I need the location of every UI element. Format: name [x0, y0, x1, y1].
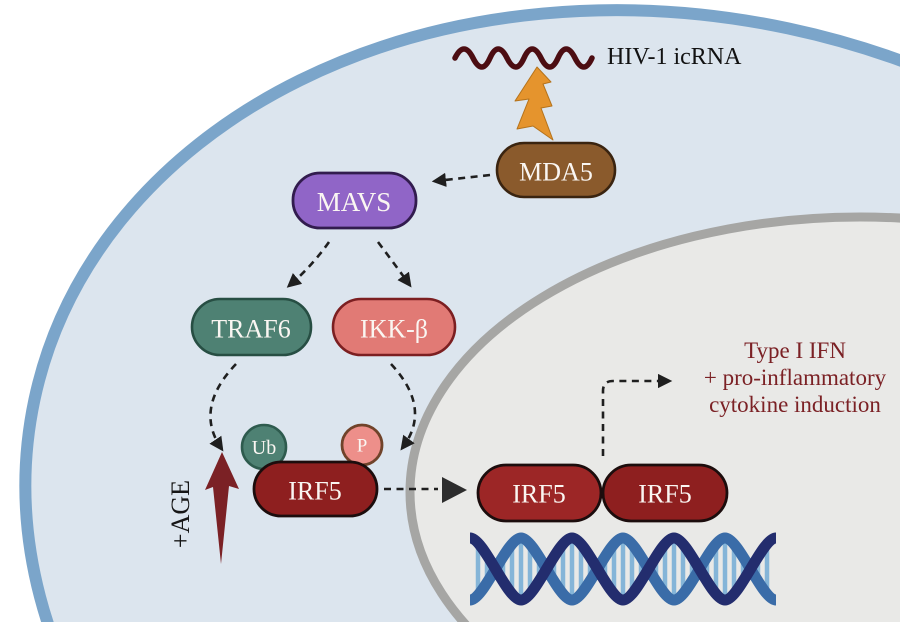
p-label: P [357, 436, 368, 457]
nuclear-import-arrowhead-icon [442, 477, 467, 503]
ub-label: Ub [252, 437, 276, 459]
arrow-mda5-to-mavs [431, 172, 491, 188]
ikkb-label: IKK-β [360, 315, 428, 344]
age-label: +AGE [166, 480, 195, 548]
dna-strand-blue [468, 532, 778, 606]
outcome-line-2: + pro-inflammatory [704, 365, 887, 390]
age-up-arrow-icon [205, 452, 239, 564]
ikkb-pill [331, 297, 457, 357]
outcome-line-1: Type I IFN [744, 338, 846, 363]
mda5-label: MDA5 [519, 158, 593, 187]
traf6-pill [190, 297, 313, 357]
node-traf6: TRAF6 [190, 297, 313, 357]
outcome-label: Type I IFN + pro-inflammatory cytokine i… [704, 338, 887, 417]
node-mavs: MAVS [291, 171, 418, 230]
arrow-mavs-to-ikkb [376, 241, 412, 288]
phospho-badge: P [340, 423, 384, 467]
node-mda5: MDA5 [495, 141, 617, 199]
lightning-bolt-icon [514, 66, 554, 141]
irf5-nuclear-right-label: IRF5 [638, 480, 691, 509]
mavs-pill [291, 171, 418, 230]
dna-strand-navy [468, 532, 778, 606]
irf5-nuclear-left-pill [476, 463, 603, 523]
rna-icon [452, 46, 595, 70]
node-ikkb: IKK-β [331, 297, 457, 357]
node-irf5-nuclear-right: IRF5 [601, 463, 729, 523]
dna-helix-icon [468, 532, 778, 606]
outcome-line-3: cytokine induction [709, 392, 881, 417]
traf6-label: TRAF6 [211, 315, 290, 344]
dna-rungs [475, 538, 770, 600]
irf5-label: IRF5 [288, 477, 341, 506]
node-irf5-cytoplasm: IRF5 [252, 460, 379, 518]
stimulus-label: HIV-1 icRNA [607, 44, 742, 70]
irf5-pill [252, 460, 379, 518]
node-irf5-nuclear-left: IRF5 [476, 463, 603, 523]
irf5-nuclear-left-label: IRF5 [512, 480, 565, 509]
irf5-nuclear-right-pill [601, 463, 729, 523]
ubiquitin-badge: Ub [240, 423, 288, 471]
arrow-mavs-to-traf6 [286, 241, 331, 288]
mavs-label: MAVS [317, 187, 392, 217]
mda5-pill [495, 141, 617, 199]
arrow-irf5-to-outcome [601, 373, 673, 456]
arrow-traf6-to-irf5 [209, 363, 237, 452]
